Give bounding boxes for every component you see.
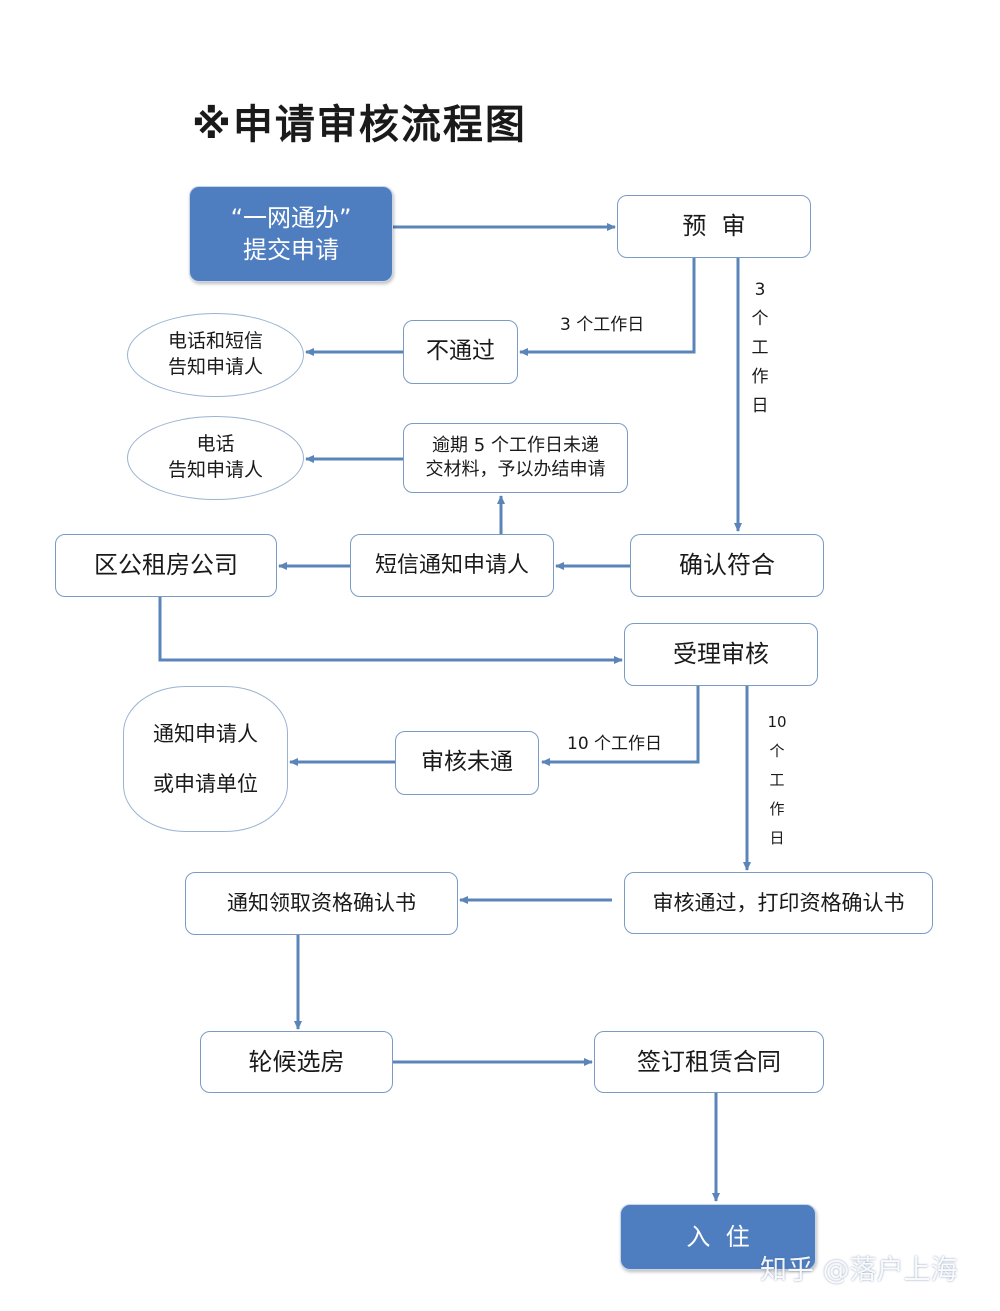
accept-review-label: 受理审核 <box>673 640 769 669</box>
district-company-label: 区公租房公司 <box>94 551 238 580</box>
arrow-company-to-review <box>158 597 623 664</box>
confirm-node: 确认符合 <box>630 534 824 597</box>
vlabel-3-char-0: 3 <box>754 280 766 300</box>
vlabel-3-char-4: 日 <box>751 396 769 416</box>
wait-select-node: 轮候选房 <box>200 1031 393 1093</box>
notify-phone-sms-line2: 告知申请人 <box>167 356 263 378</box>
edge-label-10-days-vertical: 10 个 工 作 日 <box>764 715 790 846</box>
vlabel-10-char-3: 作 <box>769 800 785 818</box>
arrow-precheck-to-reject <box>519 258 696 356</box>
notify-phone-line2: 告知申请人 <box>167 459 263 481</box>
notify-phone-line1: 电话 <box>196 433 235 456</box>
submit-line2: 提交申请 <box>243 236 339 264</box>
vlabel-3-char-3: 作 <box>751 367 769 387</box>
arrow-review-to-fail <box>541 686 700 766</box>
edge-label-3-days: 3 个工作日 <box>560 315 645 335</box>
edge-label-10-days: 10 个工作日 <box>567 734 663 754</box>
vlabel-10-char-2: 工 <box>769 771 785 789</box>
move-in-label: 入 住 <box>686 1222 750 1251</box>
review-fail-node: 审核未通 <box>395 731 539 795</box>
notify-collect-label: 通知领取资格确认书 <box>227 891 416 916</box>
submit-line1: “一网通办” <box>230 203 352 232</box>
vlabel-3-char-1: 个 <box>751 309 769 329</box>
notify-applicant-line2: 或申请单位 <box>153 772 258 796</box>
notify-applicant-line1: 通知申请人 <box>153 721 258 746</box>
vlabel-10-char-0: 10 <box>767 713 787 731</box>
overdue-node: 逾期 5 个工作日未递交材料，予以办结申请 <box>403 423 628 493</box>
review-fail-label: 审核未通 <box>421 749 513 776</box>
notify-collect-node: 通知领取资格确认书 <box>185 872 458 935</box>
review-pass-label: 审核通过，打印资格确认书 <box>652 890 905 915</box>
submit-online-node: “一网通办” 提交申请 <box>189 186 393 282</box>
reject-label: 不通过 <box>426 338 495 365</box>
overdue-line1: 逾期 5 个工作日未递 <box>432 434 599 456</box>
overdue-line2: 交材料，予以办结申请 <box>425 459 606 480</box>
edge-label-3-days-vertical: 3 个 工 作 日 <box>748 282 772 415</box>
precheck-label: 预 审 <box>682 212 746 241</box>
watermark: 知乎 @落户上海 <box>760 1255 958 1286</box>
page-title: ※申请审核流程图 <box>192 102 527 148</box>
notify-applicant-unit-node: 通知申请人或申请单位 <box>123 686 288 832</box>
vlabel-10-char-1: 个 <box>769 742 785 760</box>
accept-review-node: 受理审核 <box>624 623 818 686</box>
wait-select-label: 轮候选房 <box>248 1047 345 1076</box>
reject-node: 不通过 <box>403 320 518 384</box>
sign-contract-node: 签订租赁合同 <box>594 1031 824 1093</box>
sms-notify-node: 短信通知申请人 <box>350 534 554 597</box>
review-pass-node: 审核通过，打印资格确认书 <box>624 872 933 934</box>
notify-phone-sms-line1: 电话和短信 <box>167 330 263 353</box>
vlabel-10-char-4: 日 <box>769 829 785 847</box>
precheck-node: 预 审 <box>617 195 811 258</box>
confirm-label: 确认符合 <box>679 551 775 580</box>
sign-contract-label: 签订租赁合同 <box>637 1047 781 1076</box>
notify-phone-sms-node: 电话和短信告知申请人 <box>127 313 304 397</box>
vlabel-3-char-2: 工 <box>751 338 769 358</box>
sms-notify-label: 短信通知申请人 <box>374 552 529 578</box>
district-company-node: 区公租房公司 <box>55 534 277 597</box>
notify-phone-node: 电话告知申请人 <box>127 416 304 500</box>
move-in-node: 入 住 <box>620 1204 816 1270</box>
